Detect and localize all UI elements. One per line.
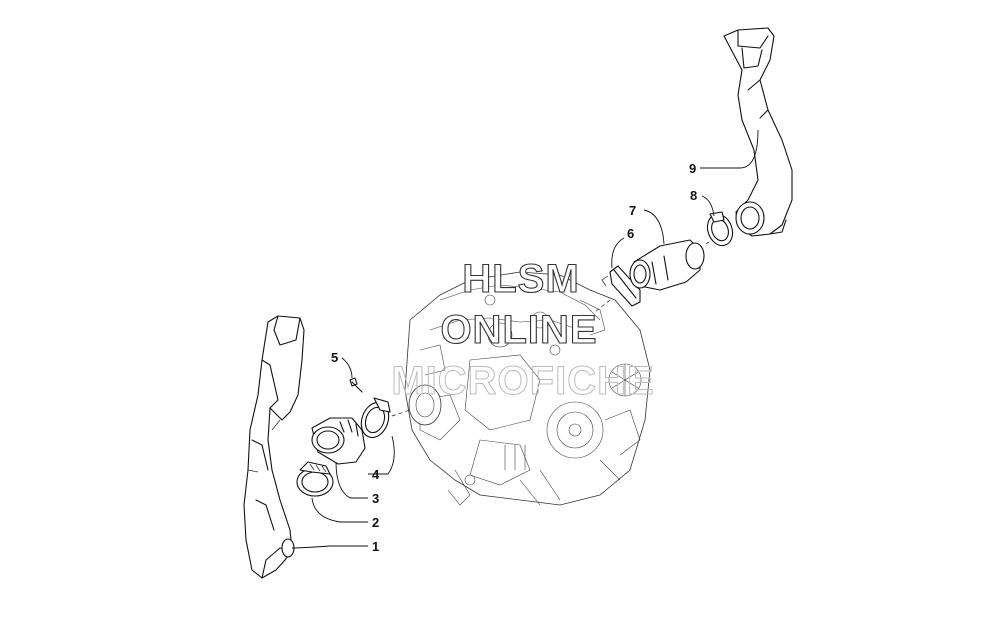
part-7-intake-boot (629, 239, 705, 291)
callout-2: 2 (372, 515, 379, 530)
leader-lines (291, 129, 759, 549)
callout-1: 1 (372, 539, 379, 554)
watermark: HLSM ONLINE MICROFICHE (391, 256, 654, 403)
part-4-hose-clamp (360, 397, 391, 439)
callout-9: 9 (689, 161, 696, 176)
part-8-hose-clamp (706, 211, 734, 247)
callout-labels: 1 2 3 4 5 6 7 8 9 (331, 161, 697, 554)
watermark-line-2: ONLINE (440, 308, 597, 352)
part-6-hose-clamp (601, 265, 641, 307)
watermark-line-3: MICROFICHE (391, 359, 654, 403)
callout-5: 5 (331, 350, 338, 365)
watermark-line-1: HLSM (462, 257, 579, 301)
part-5-screw (349, 377, 363, 393)
part-3-intake-boot (311, 417, 366, 465)
callout-8: 8 (690, 188, 697, 203)
part-1-air-duct (243, 315, 305, 579)
part-2-hose-clamp (296, 461, 334, 497)
assembly-lines (391, 239, 713, 417)
callout-4: 4 (372, 467, 380, 482)
callout-7: 7 (629, 203, 636, 218)
engine-assembly (404, 271, 651, 506)
callout-3: 3 (372, 491, 379, 506)
callout-6: 6 (627, 226, 634, 241)
